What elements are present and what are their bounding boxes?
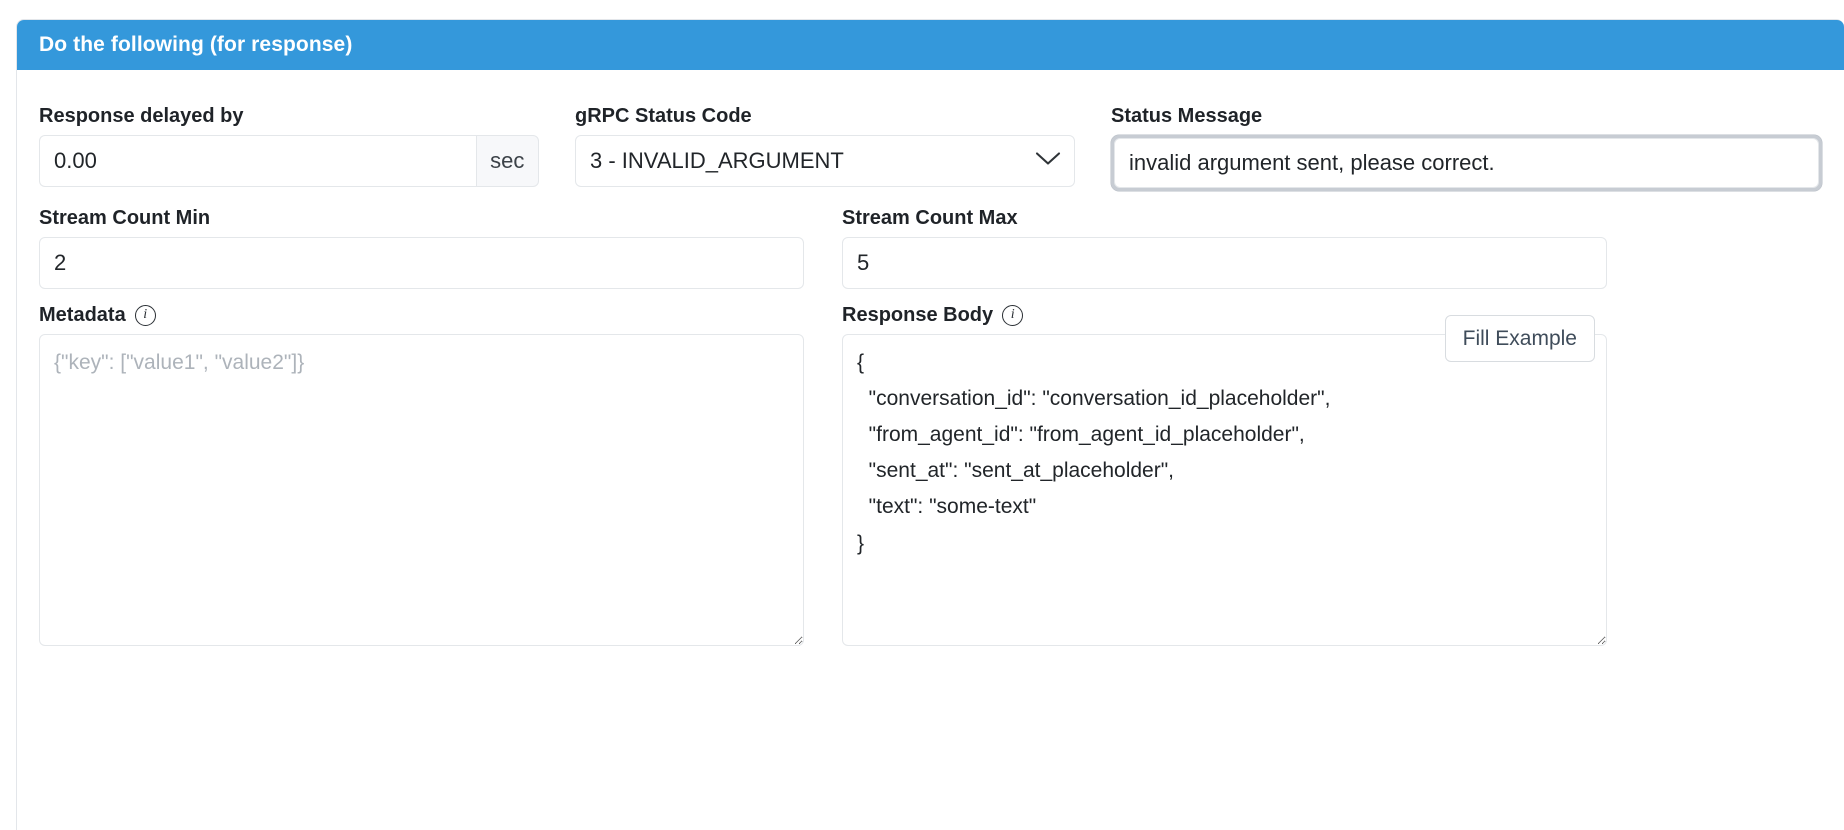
response-delay-label-text: Response delayed by [39, 105, 244, 127]
response-delay-input[interactable] [39, 135, 476, 187]
stream-count-min-label: Stream Count Min [39, 206, 804, 230]
status-message-focus-ring [1111, 135, 1822, 191]
metadata-label-text: Metadata [39, 304, 126, 326]
stream-count-min-group: Stream Count Min [39, 206, 804, 289]
form-row-3: Metadata i Response Body i Fill Example [39, 303, 1822, 651]
grpc-status-code-select-wrap: 3 - INVALID_ARGUMENT [575, 135, 1075, 187]
response-body-group: Response Body i Fill Example [842, 303, 1607, 651]
metadata-group: Metadata i [39, 303, 804, 651]
response-delay-input-group: sec [39, 135, 539, 187]
form-row-2: Stream Count Min Stream Count Max [39, 206, 1822, 289]
status-message-label-text: Status Message [1111, 105, 1263, 127]
stream-count-min-input[interactable] [39, 237, 804, 289]
grpc-status-code-group: gRPC Status Code 3 - INVALID_ARGUMENT [575, 104, 1075, 187]
grpc-status-code-selected-value: 3 - INVALID_ARGUMENT [590, 148, 844, 173]
status-message-input[interactable] [1114, 138, 1819, 188]
stream-count-max-label-text: Stream Count Max [842, 207, 1018, 229]
response-delay-label: Response delayed by [39, 104, 539, 128]
response-config-card: Do the following (for response) Response… [16, 19, 1844, 830]
info-icon[interactable]: i [1002, 304, 1024, 326]
stream-count-min-label-text: Stream Count Min [39, 207, 211, 229]
response-body-textarea[interactable] [842, 334, 1607, 646]
grpc-status-code-select[interactable]: 3 - INVALID_ARGUMENT [575, 135, 1075, 187]
response-body-label: Response Body i [842, 303, 1607, 327]
fill-example-button[interactable]: Fill Example [1444, 315, 1595, 362]
card-header: Do the following (for response) [17, 20, 1844, 70]
response-delay-unit-addon: sec [475, 135, 539, 187]
response-delay-group: Response delayed by sec [39, 104, 539, 187]
card-body: Response delayed by sec gRPC Status Code… [17, 70, 1844, 651]
stream-count-max-group: Stream Count Max [842, 206, 1607, 289]
grpc-status-code-label-text: gRPC Status Code [575, 105, 752, 127]
response-body-label-text: Response Body [842, 304, 994, 326]
metadata-textarea[interactable] [39, 334, 804, 646]
form-row-1: Response delayed by sec gRPC Status Code… [39, 104, 1822, 191]
card-header-title: Do the following (for response) [39, 33, 353, 56]
metadata-label: Metadata i [39, 303, 804, 327]
info-icon[interactable]: i [134, 304, 156, 326]
stream-count-max-label: Stream Count Max [842, 206, 1607, 230]
status-message-group: Status Message [1111, 104, 1822, 191]
status-message-label: Status Message [1111, 104, 1822, 128]
stream-count-max-input[interactable] [842, 237, 1607, 289]
grpc-status-code-label: gRPC Status Code [575, 104, 1075, 128]
